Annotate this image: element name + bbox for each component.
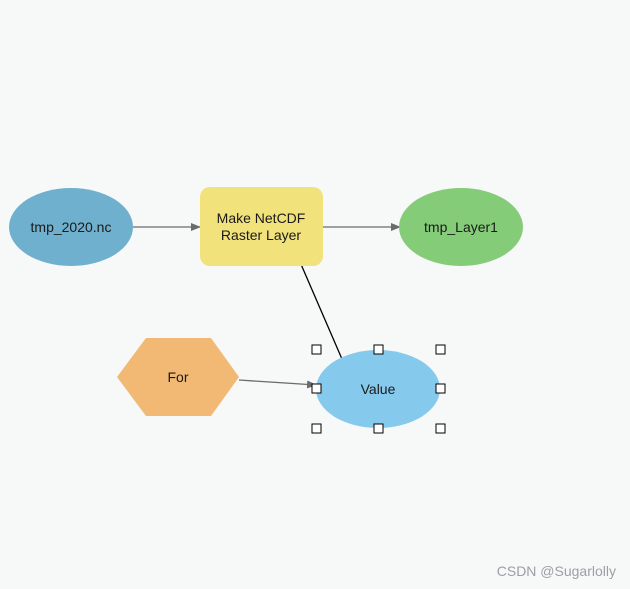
resize-handle-top-right[interactable] [435, 344, 446, 355]
resize-handle-bottom-left[interactable] [311, 423, 322, 434]
node-iterator[interactable]: For [117, 338, 239, 416]
resize-handle-bottom[interactable] [373, 423, 384, 434]
node-input-data[interactable]: tmp_2020.nc [9, 188, 133, 266]
node-input-label: tmp_2020.nc [31, 219, 112, 235]
node-value-shape [316, 350, 440, 428]
node-output-label: tmp_Layer1 [424, 219, 498, 235]
node-value-label: Value [361, 381, 396, 397]
connector-value-to-tool[interactable] [297, 255, 346, 367]
node-tool-shape [200, 187, 323, 266]
node-value[interactable]: Value [316, 350, 440, 428]
resize-handle-top[interactable] [373, 344, 384, 355]
resize-handle-bottom-right[interactable] [435, 423, 446, 434]
node-input-shape [9, 188, 133, 266]
node-tool[interactable]: Make NetCDF Raster Layer [200, 187, 323, 266]
resize-handle-top-left[interactable] [311, 344, 322, 355]
node-iterator-label: For [168, 369, 189, 385]
selection-handles[interactable] [311, 344, 446, 434]
node-output-shape [399, 188, 523, 266]
node-tool-label-line2: Raster Layer [221, 227, 301, 243]
node-tool-label-line1: Make NetCDF [217, 210, 306, 226]
resize-handle-left[interactable] [311, 383, 322, 394]
node-output-data[interactable]: tmp_Layer1 [399, 188, 523, 266]
resize-handle-right[interactable] [435, 383, 446, 394]
connector-for-to-value[interactable] [238, 379, 317, 389]
node-iterator-shape [117, 338, 239, 416]
watermark-text: CSDN @Sugarlolly [496, 563, 616, 579]
